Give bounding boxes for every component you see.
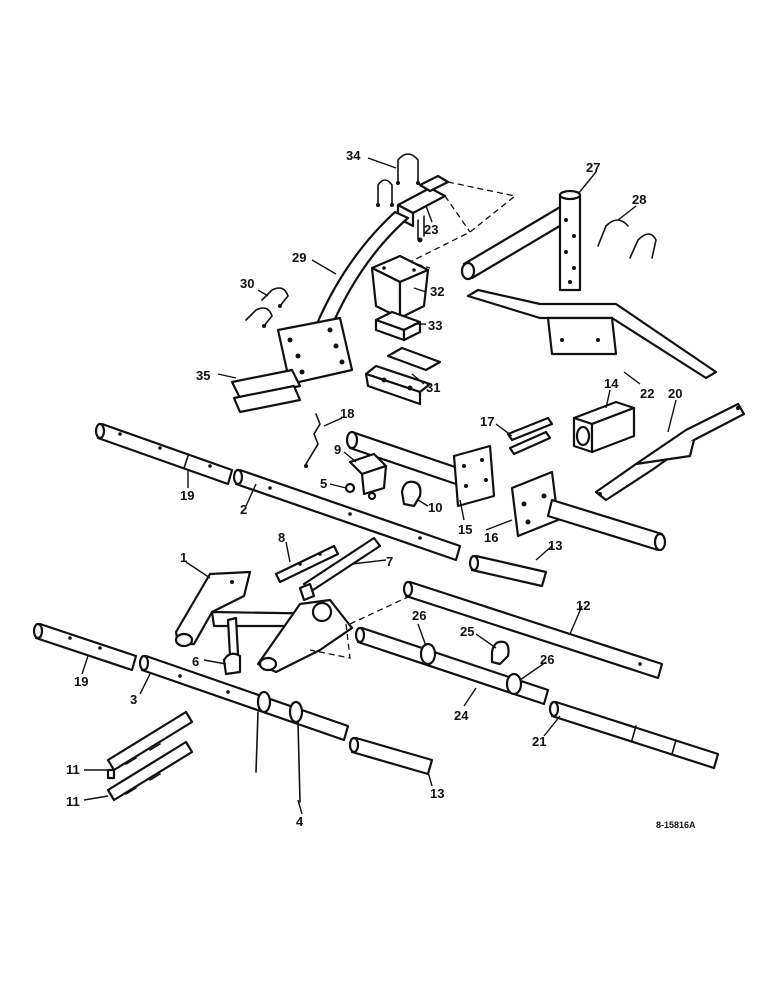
part-20-bracket-arm — [594, 402, 746, 502]
part-13-upper-tube — [468, 554, 548, 588]
part-2-tube — [232, 468, 462, 562]
part-9-bracket — [348, 452, 388, 496]
callout-34: 34 — [346, 148, 361, 163]
part-1-yoke — [174, 570, 354, 674]
part-32-block — [370, 254, 430, 320]
reference-code: 8-15816A — [656, 820, 696, 830]
callout-28: 28 — [632, 192, 646, 207]
part-15-bracket-tube — [345, 430, 496, 508]
part-19-upper-tube — [94, 422, 234, 486]
part-18-chain — [304, 413, 321, 468]
callout-26-right: 26 — [540, 652, 554, 667]
callout-21: 21 — [532, 734, 546, 749]
callout-6: 6 — [192, 654, 199, 669]
callout-30: 30 — [240, 276, 254, 291]
part-25-clip — [490, 640, 510, 666]
callout-26-left: 26 — [412, 608, 426, 623]
callout-15: 15 — [458, 522, 472, 537]
callout-19-upper: 19 — [180, 488, 194, 503]
callout-13-upper: 13 — [548, 538, 562, 553]
part-31-clamp-halves — [364, 346, 442, 406]
callout-27: 27 — [586, 160, 600, 175]
callout-12: 12 — [576, 598, 590, 613]
part-30-u-bolts — [245, 287, 289, 328]
callout-19-lower: 19 — [74, 674, 88, 689]
part-7-strap — [298, 536, 382, 602]
callout-16: 16 — [484, 530, 498, 545]
part-8-strap — [274, 544, 340, 584]
part-35-channel-plate — [230, 368, 302, 414]
part-21-tube — [548, 700, 720, 770]
part-28-u-bolts — [597, 219, 657, 259]
callout-32: 32 — [430, 284, 444, 299]
callout-11-upper: 11 — [66, 762, 80, 777]
callout-24: 24 — [454, 708, 469, 723]
callout-33: 33 — [428, 318, 442, 333]
callout-2: 2 — [240, 502, 247, 517]
part-13-lower-tube — [348, 736, 434, 776]
callout-22: 22 — [640, 386, 654, 401]
part-27-tube-post — [460, 189, 582, 292]
part-24-tube — [354, 626, 550, 706]
part-4-rods — [255, 711, 301, 803]
part-22-crossmember — [466, 288, 718, 380]
callout-labels: 34 23 27 28 29 30 32 33 35 31 22 14 20 1… — [66, 148, 682, 829]
part-12-tube — [402, 580, 664, 680]
part-6-bracket — [222, 616, 242, 676]
callout-20: 20 — [668, 386, 682, 401]
part-23-clamp — [396, 174, 450, 243]
callout-1: 1 — [180, 550, 187, 565]
part-10-clip — [400, 480, 422, 508]
callout-25: 25 — [460, 624, 474, 639]
callout-10: 10 — [428, 500, 442, 515]
callout-7: 7 — [386, 554, 393, 569]
part-11-channel-plates — [106, 710, 194, 802]
part-16-bracket-tube — [510, 470, 667, 552]
part-3-tube — [138, 654, 350, 742]
callout-29: 29 — [292, 250, 306, 265]
callout-8: 8 — [278, 530, 285, 545]
callout-11-lower: 11 — [66, 794, 80, 809]
callout-9: 9 — [334, 442, 341, 457]
callout-14: 14 — [604, 376, 619, 391]
dash-1-12 — [309, 595, 411, 659]
callout-17: 17 — [480, 414, 494, 429]
callout-4: 4 — [296, 814, 304, 829]
part-33-small-block — [374, 310, 422, 342]
callout-35: 35 — [196, 368, 210, 383]
callout-31: 31 — [426, 380, 440, 395]
callout-5: 5 — [320, 476, 327, 491]
leader-lines — [81, 157, 677, 815]
callout-13-lower: 13 — [430, 786, 444, 801]
callout-23: 23 — [424, 222, 438, 237]
part-34-u-bolts — [376, 153, 420, 207]
part-17-pins — [506, 416, 554, 456]
part-14-box — [572, 400, 636, 454]
part-29-hitch-bar — [276, 210, 410, 386]
callout-3: 3 — [130, 692, 137, 707]
callout-18: 18 — [340, 406, 354, 421]
part-19-lower-tube — [32, 622, 138, 672]
